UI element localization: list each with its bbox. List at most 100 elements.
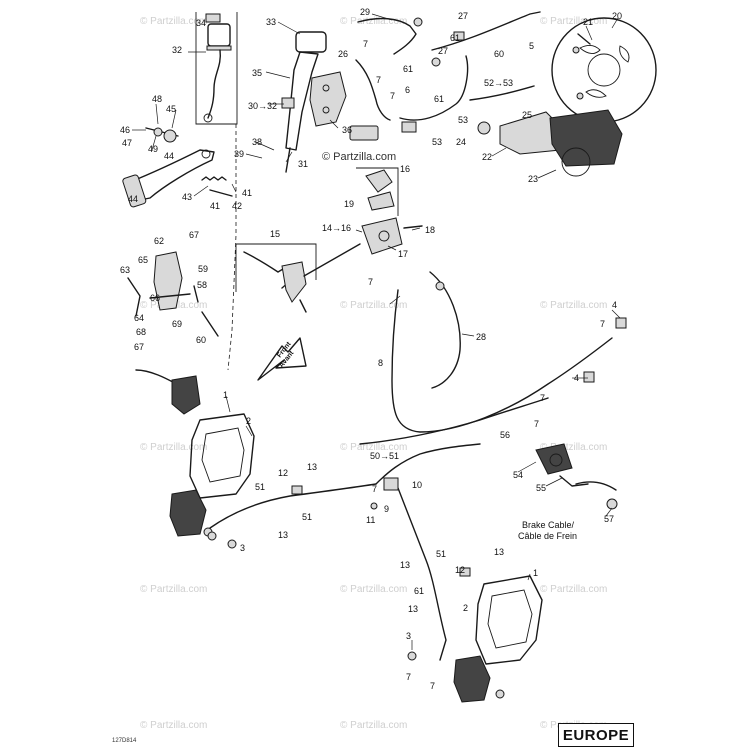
brake-line-right bbox=[469, 85, 535, 101]
leader bbox=[193, 185, 209, 197]
callout: 22 bbox=[482, 152, 492, 162]
callout: 59 bbox=[198, 264, 208, 274]
callout: 61 bbox=[450, 33, 460, 43]
cable-bracket-55 bbox=[559, 475, 589, 487]
watermark: © Partzilla.com bbox=[140, 16, 207, 27]
watermark: © Partzilla.com bbox=[540, 584, 607, 595]
bracket-hole bbox=[322, 84, 330, 92]
callout: 2 bbox=[246, 416, 251, 426]
leader bbox=[277, 21, 301, 35]
callout: 15 bbox=[270, 229, 280, 239]
callout: 55 bbox=[536, 483, 546, 493]
figure-code: 127D814 bbox=[112, 738, 137, 744]
rear-master-boundary bbox=[227, 124, 237, 371]
front-arrow-icon bbox=[257, 337, 307, 381]
callout: 58 bbox=[197, 280, 207, 290]
clip-27 bbox=[453, 31, 465, 41]
leader bbox=[611, 309, 621, 319]
callout: 13 bbox=[408, 604, 418, 614]
line-fitting bbox=[431, 57, 441, 67]
reservoir-seal bbox=[206, 45, 232, 51]
aux-master-body bbox=[171, 375, 201, 415]
callout: 8 bbox=[378, 358, 383, 368]
callout: 11 bbox=[366, 515, 375, 525]
guard-inner bbox=[201, 427, 245, 483]
watermark: © Partzilla.com bbox=[540, 16, 607, 27]
callout: 68 bbox=[136, 327, 146, 337]
assembly-boundaries bbox=[195, 12, 399, 371]
disc-bolt bbox=[576, 92, 584, 100]
callout: 1 bbox=[533, 568, 538, 578]
caliper-seal-23 bbox=[561, 147, 591, 177]
brake-line-28 bbox=[429, 271, 461, 389]
callout: 48 bbox=[152, 94, 162, 104]
callout: 51 bbox=[302, 512, 312, 522]
brake-line-29 bbox=[357, 17, 417, 55]
leader bbox=[231, 183, 237, 193]
mounting-bracket bbox=[309, 71, 347, 127]
pedal-pad bbox=[122, 174, 147, 208]
callout: 44 bbox=[128, 194, 138, 204]
clip-12 bbox=[291, 485, 303, 495]
callout: 61 bbox=[403, 64, 413, 74]
watermark: © Partzilla.com bbox=[340, 442, 407, 453]
callout: 10 bbox=[412, 480, 422, 490]
leader bbox=[171, 109, 177, 129]
fitting bbox=[370, 502, 378, 510]
leader bbox=[517, 461, 537, 473]
front-brake-lines bbox=[207, 443, 481, 661]
callout: 36 bbox=[342, 125, 352, 135]
callout: 27 bbox=[438, 46, 448, 56]
leader bbox=[245, 425, 253, 437]
leader bbox=[491, 147, 507, 157]
junction-block bbox=[349, 125, 379, 141]
callout: 60 bbox=[494, 49, 504, 59]
leader bbox=[411, 227, 421, 231]
callout: 7 bbox=[363, 39, 368, 49]
bracket-16 bbox=[356, 167, 399, 216]
leader bbox=[585, 25, 593, 41]
leader bbox=[387, 245, 397, 251]
watermark: © Partzilla.com bbox=[340, 720, 407, 731]
callout: 16 bbox=[400, 164, 410, 174]
callout: 28 bbox=[476, 332, 486, 342]
callout: 23 bbox=[528, 174, 538, 184]
link-66 bbox=[149, 293, 191, 299]
aux-master-group bbox=[127, 251, 219, 415]
callout: 13 bbox=[494, 547, 504, 557]
front-left-brake-group bbox=[169, 413, 255, 549]
brake-pedal bbox=[129, 149, 215, 203]
callout: 7 bbox=[534, 419, 539, 429]
callout: 49 bbox=[148, 144, 158, 154]
reservoir-hose bbox=[207, 49, 222, 119]
cable-end-57 bbox=[606, 498, 618, 510]
lever-link bbox=[299, 299, 307, 313]
master-reservoir bbox=[295, 31, 327, 53]
callout: 63 bbox=[120, 265, 130, 275]
callout: 41 bbox=[242, 188, 252, 198]
brake-cable-label-fr: Câble de Frein bbox=[518, 531, 577, 541]
leader bbox=[527, 573, 531, 581]
valve-bolt-18 bbox=[403, 225, 423, 229]
watermark: © Partzilla.com bbox=[340, 300, 407, 311]
callout: 38 bbox=[252, 137, 262, 147]
front-direction-arrow: Front Avant bbox=[257, 337, 307, 381]
master-body bbox=[285, 51, 319, 151]
brake-line-61 bbox=[399, 55, 469, 121]
push-rod bbox=[285, 147, 291, 173]
fitting-4 bbox=[615, 317, 627, 329]
brake-line-60 bbox=[431, 11, 541, 51]
parking-brake-group: Brake Cable/ Câble de Frein bbox=[518, 443, 618, 541]
hand-lever-group-bracket bbox=[235, 243, 317, 292]
disc-guard-1-right bbox=[475, 575, 543, 665]
leader bbox=[371, 13, 393, 21]
bushing bbox=[163, 129, 177, 143]
caliper-bolt bbox=[227, 539, 237, 549]
leader bbox=[545, 477, 563, 487]
callout: 64 bbox=[134, 313, 144, 323]
callout: 5 bbox=[529, 41, 534, 51]
brake-line-long bbox=[359, 397, 549, 445]
reservoir-body bbox=[207, 23, 231, 47]
junction-fitting bbox=[401, 121, 417, 133]
